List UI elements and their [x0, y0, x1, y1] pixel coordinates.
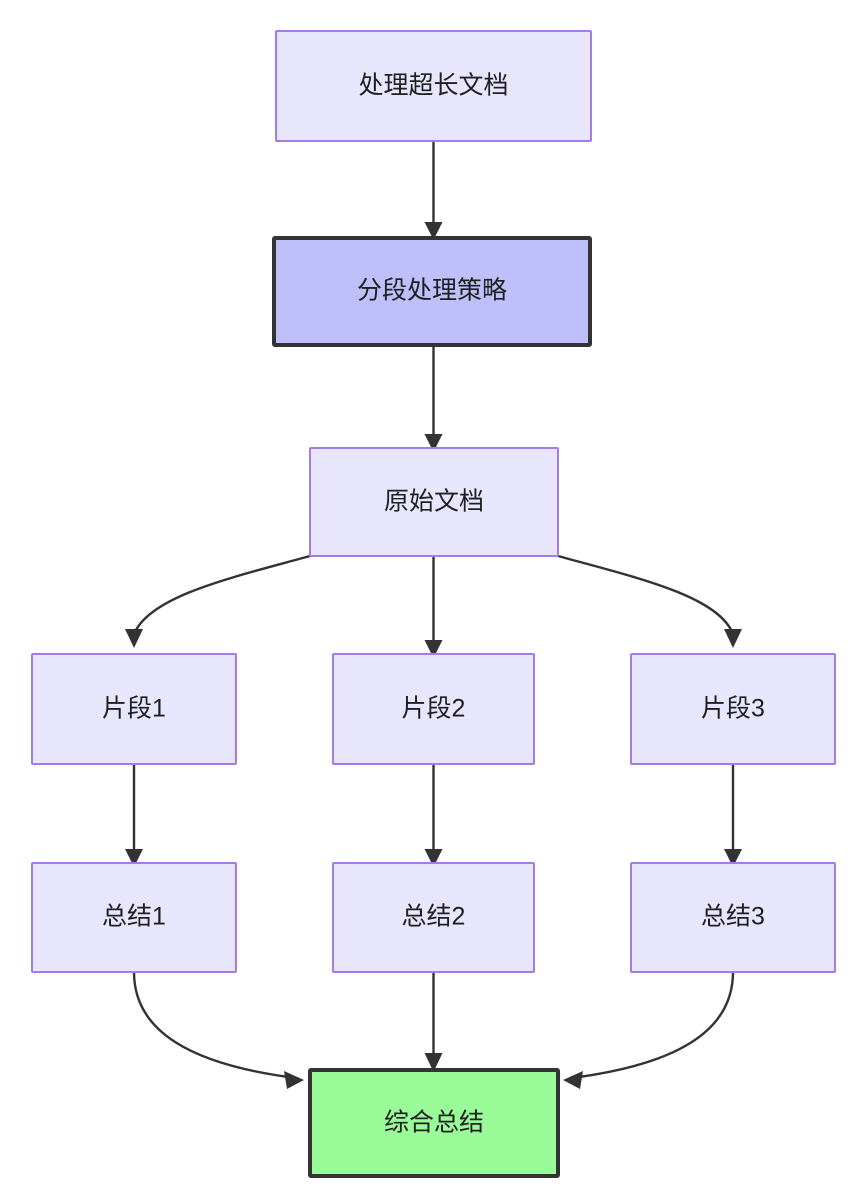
node-box[interactable]	[332, 862, 535, 973]
node-box[interactable]	[309, 447, 559, 557]
arrow-head-icon	[563, 1071, 583, 1089]
node-summary-1[interactable]: 总结1	[31, 862, 237, 973]
node-box[interactable]	[630, 653, 836, 765]
arrow-head-icon	[424, 434, 443, 452]
node-box[interactable]	[630, 862, 836, 973]
node-label: 总结2	[402, 903, 466, 931]
arrow-head-icon	[424, 640, 443, 658]
node-box[interactable]	[31, 653, 237, 765]
node-label: 片段3	[701, 695, 765, 723]
node-chunking-strategy[interactable]: 分段处理策略	[272, 236, 592, 347]
node-label: 总结1	[102, 903, 166, 931]
node-label: 处理超长文档	[358, 72, 508, 100]
edge-n7-n10	[132, 971, 304, 1089]
node-label: 片段2	[402, 695, 466, 723]
node-summary-3[interactable]: 总结3	[630, 862, 836, 973]
edge-n5-n8	[424, 764, 443, 867]
edge-curve	[132, 554, 311, 635]
edge-n3-n5	[424, 556, 443, 658]
edge-curve	[578, 971, 735, 1079]
arrow-head-icon	[724, 629, 742, 648]
node-fragment-3[interactable]: 片段3	[630, 653, 836, 765]
node-fragment-2[interactable]: 片段2	[332, 653, 535, 765]
arrow-head-icon	[424, 1053, 443, 1072]
node-box[interactable]	[308, 1068, 560, 1178]
arrow-head-icon	[724, 849, 742, 867]
node-box[interactable]	[332, 653, 535, 765]
node-box[interactable]	[272, 236, 592, 347]
node-combined-summary[interactable]: 综合总结	[308, 1068, 560, 1178]
node-process-long-document[interactable]: 处理超长文档	[275, 30, 592, 142]
arrow-head-icon	[125, 629, 143, 648]
node-label: 总结3	[701, 903, 765, 931]
node-box[interactable]	[31, 862, 237, 973]
arrow-head-icon	[424, 849, 443, 867]
node-box[interactable]	[275, 30, 592, 142]
node-label: 原始文档	[384, 488, 484, 516]
node-original-document[interactable]: 原始文档	[309, 447, 559, 557]
edge-curve	[132, 971, 289, 1079]
node-label: 片段1	[102, 695, 166, 723]
node-fragment-1[interactable]: 片段1	[31, 653, 237, 765]
edge-n6-n9	[724, 764, 742, 867]
edge-n9-n10	[563, 971, 735, 1089]
edge-n3-n4	[125, 554, 311, 648]
node-layer: 处理超长文档 分段处理策略 原始文档 片段1 片段2	[31, 30, 836, 1178]
node-summary-2[interactable]: 总结2	[332, 862, 535, 973]
node-label: 分段处理策略	[357, 277, 507, 305]
edge-n4-n7	[125, 764, 143, 867]
edge-n2-n3	[424, 347, 443, 452]
edge-n3-n6	[557, 554, 742, 648]
edge-curve	[557, 554, 735, 635]
arrow-head-icon	[284, 1071, 304, 1089]
arrow-head-icon	[424, 222, 443, 240]
edge-n8-n10	[424, 972, 443, 1072]
arrow-head-icon	[125, 849, 143, 867]
edge-layer	[125, 141, 742, 1089]
edge-n1-n2	[424, 141, 443, 240]
node-label: 综合总结	[384, 1109, 484, 1137]
